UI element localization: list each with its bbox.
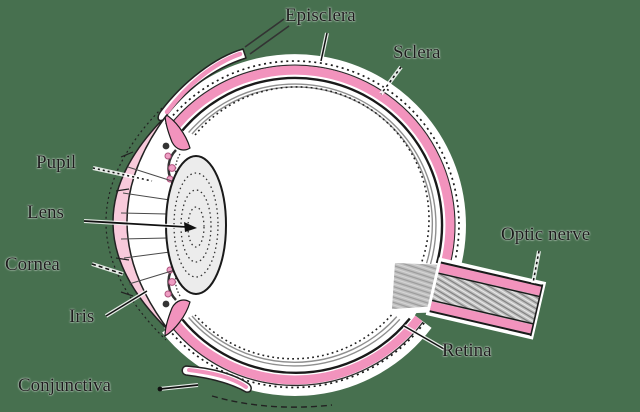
zonule-lines	[120, 166, 176, 285]
iris-leader-line	[105, 290, 148, 317]
episclera-leader-line	[320, 32, 328, 62]
sclera-layer	[170, 64, 456, 387]
pupil-leader-line	[92, 167, 153, 182]
leader-lines	[83, 32, 541, 392]
episclera-outline	[163, 58, 462, 390]
label-retina: Retina	[442, 340, 492, 361]
label-lens: Lens	[27, 202, 64, 223]
optic-nerve-shape	[425, 257, 547, 340]
label-episclera: Episclera	[285, 5, 356, 26]
muscle-cut-lines	[244, 18, 290, 55]
label-sclera: Sclera	[393, 42, 441, 63]
label-conjunctiva: Conjunctiva	[18, 375, 111, 396]
conjunctiva-leader-line	[157, 384, 199, 392]
cornea-leader-line	[91, 263, 124, 275]
label-cornea: Cornea	[5, 254, 60, 275]
conjunctiva-fold-top	[157, 48, 247, 122]
eyeball-interior	[145, 75, 445, 375]
sclera-leader-line	[380, 66, 402, 95]
lens-arrowhead	[184, 222, 197, 232]
lens-leader-line	[83, 220, 197, 232]
choroid-layer	[188, 83, 437, 367]
conjunctiva-fold-bottom	[181, 365, 252, 393]
lower-membrane-line	[211, 395, 333, 408]
limbus-junctions	[164, 112, 191, 338]
retina-layer	[194, 86, 430, 360]
retina-leader-line	[403, 325, 445, 350]
label-optic-nerve: Optic nerve	[501, 224, 591, 245]
label-iris: Iris	[69, 306, 95, 327]
label-pupil: Pupil	[36, 152, 77, 173]
